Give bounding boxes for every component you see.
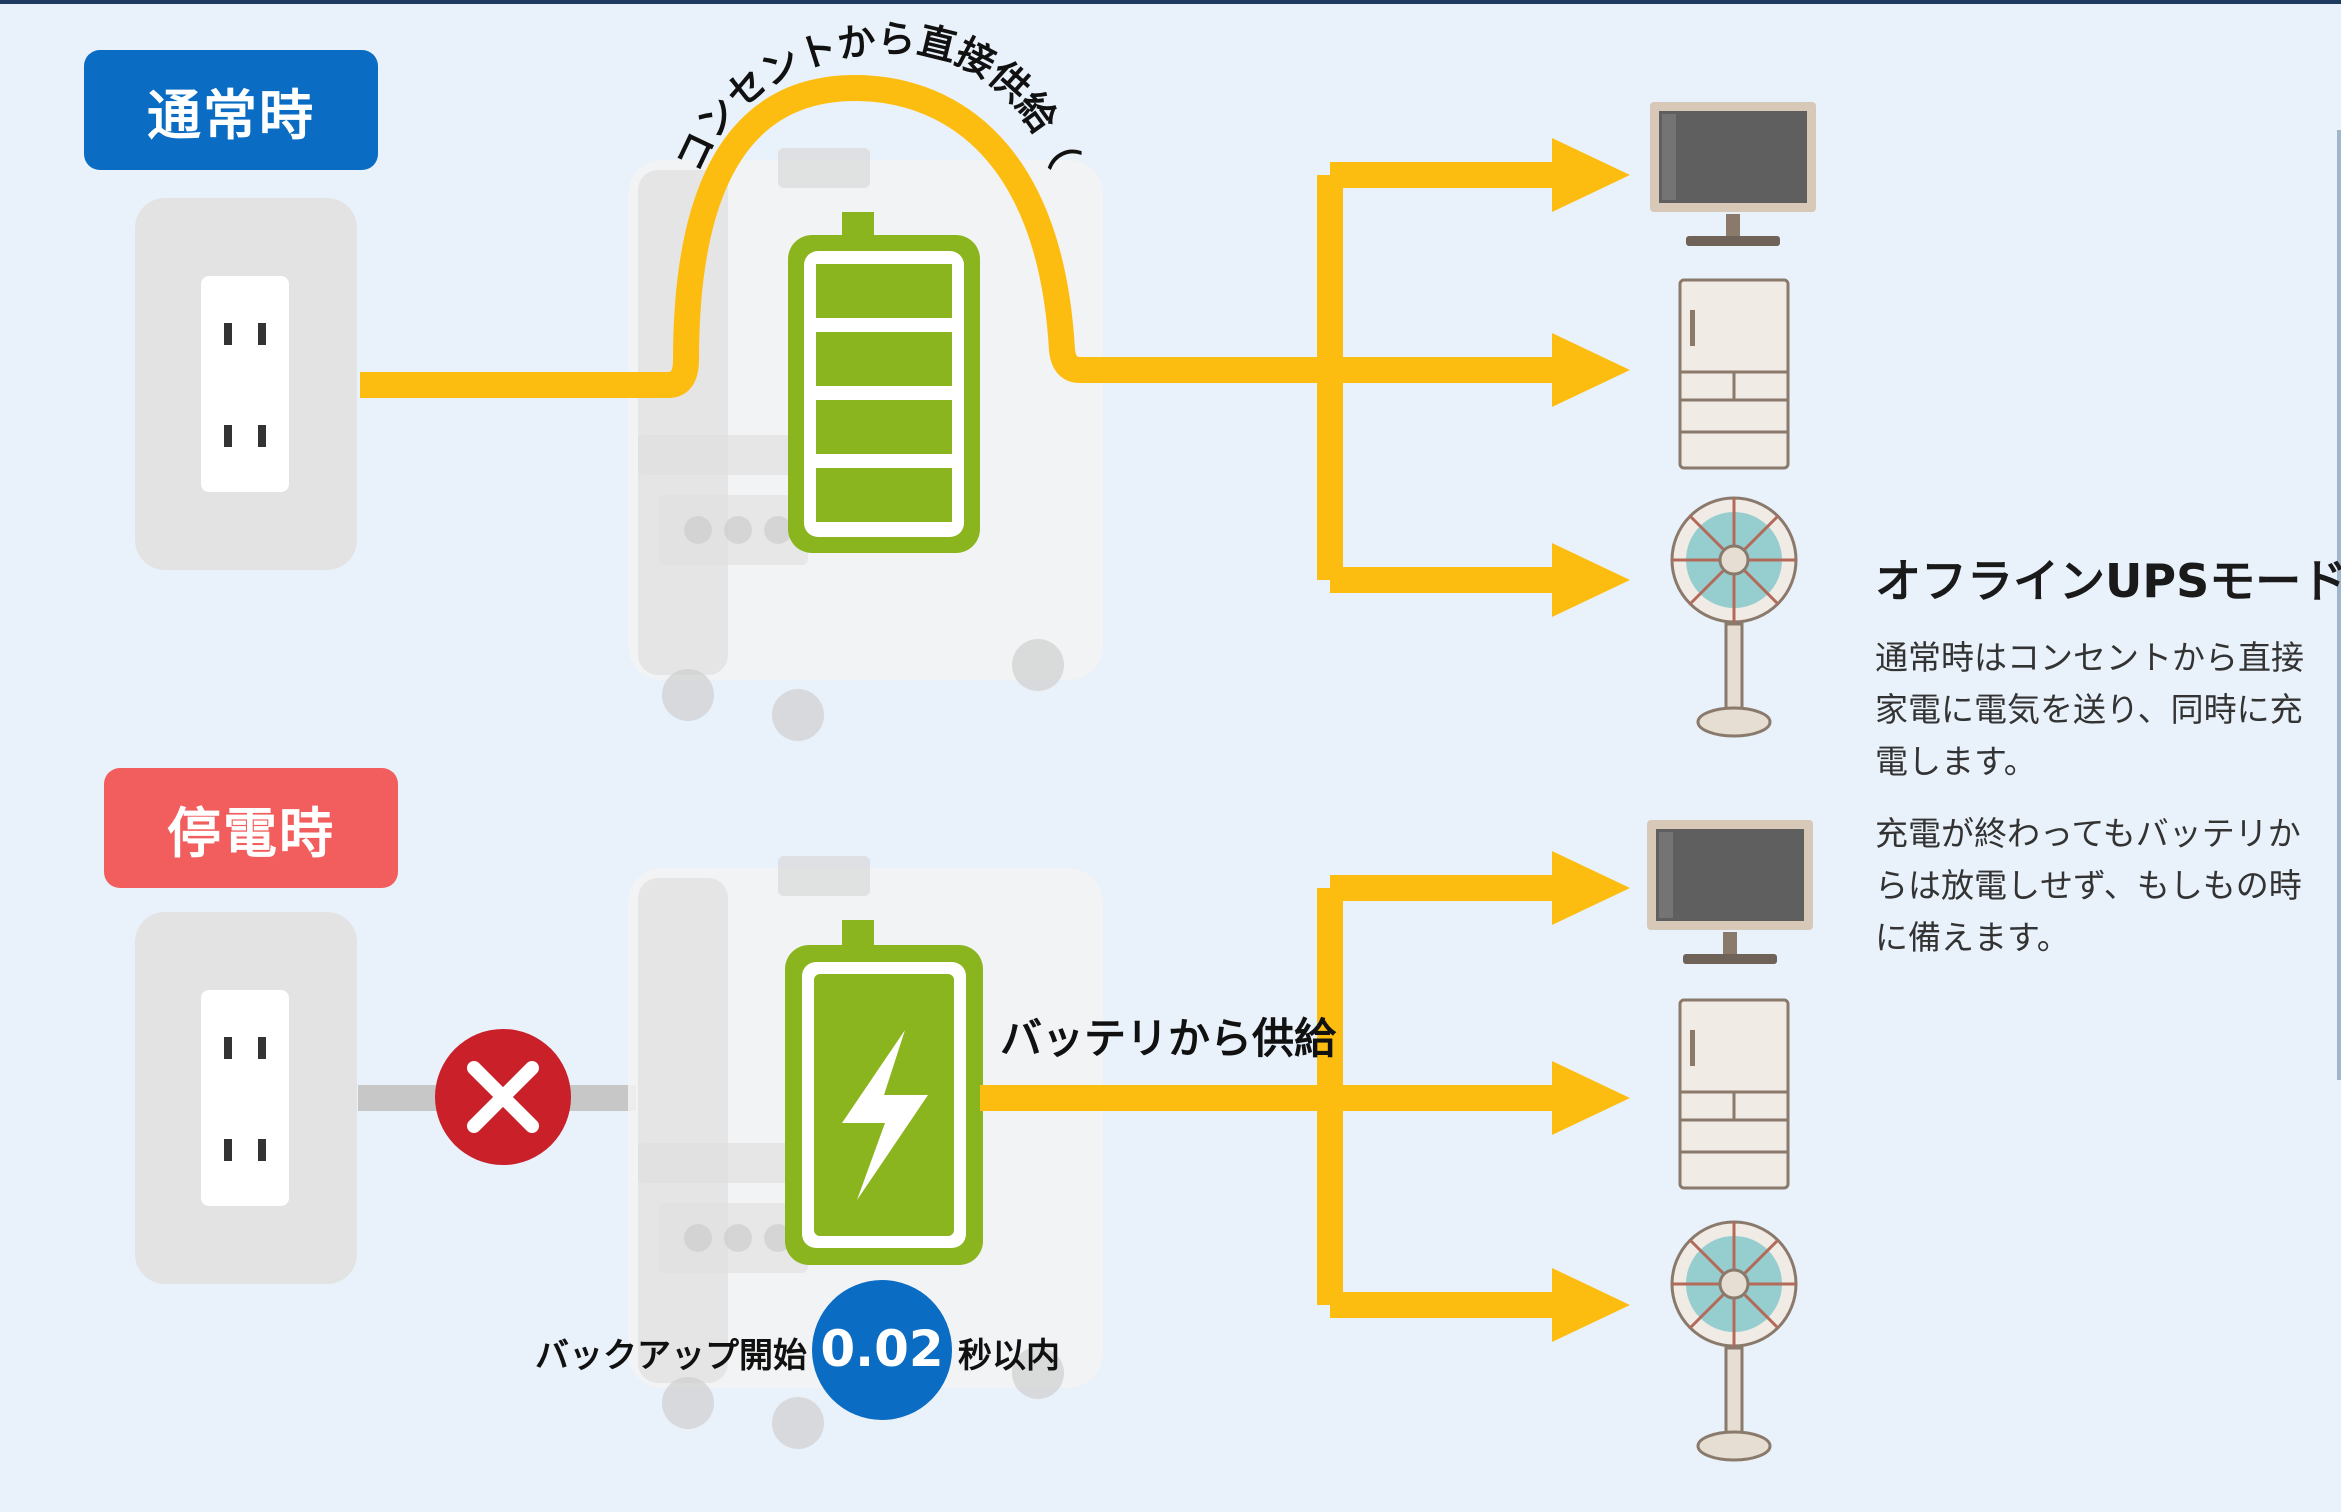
battery-full-icon bbox=[788, 212, 980, 553]
flow-line-outage bbox=[980, 875, 1560, 1318]
right-border bbox=[2337, 130, 2341, 1080]
battery-supply-label: バッテリから供給 bbox=[1000, 1014, 1337, 1063]
flow-line-normal bbox=[360, 75, 1560, 593]
fan-icon-outage bbox=[1670, 1220, 1798, 1462]
outlet-icon-normal bbox=[135, 198, 357, 570]
top-border bbox=[0, 0, 2341, 4]
backup-time-circle bbox=[812, 1280, 952, 1420]
tv-icon-outage bbox=[1647, 820, 1813, 964]
normal-badge: 通常時 bbox=[84, 50, 378, 170]
mode-description-1: 通常時はコンセントから直接家電に電気を送り、同時に充電します。 bbox=[1875, 638, 2304, 781]
arrow-heads-outage bbox=[1552, 851, 1630, 1342]
cross-icon bbox=[435, 1029, 571, 1165]
backup-prefix-label: バックアップ開始 bbox=[535, 1336, 807, 1376]
arrow-heads-normal bbox=[1552, 138, 1630, 617]
backup-time-value: 0.02 bbox=[820, 1320, 944, 1378]
outlet-icon-outage bbox=[135, 912, 357, 1284]
fridge-icon-normal bbox=[1678, 278, 1790, 470]
tv-icon-normal bbox=[1650, 102, 1816, 246]
fan-icon-normal bbox=[1670, 496, 1798, 738]
battery-lightning-icon bbox=[785, 920, 983, 1265]
mode-title: オフラインUPSモード bbox=[1875, 554, 2341, 608]
mode-description-2: 充電が終わってもバッテリからは放電しせず、もしもの時に備えます。 bbox=[1875, 814, 2302, 957]
fridge-icon-outage bbox=[1678, 998, 1790, 1190]
outage-badge: 停電時 bbox=[104, 768, 398, 888]
backup-suffix-label: 秒以内 bbox=[958, 1336, 1060, 1376]
